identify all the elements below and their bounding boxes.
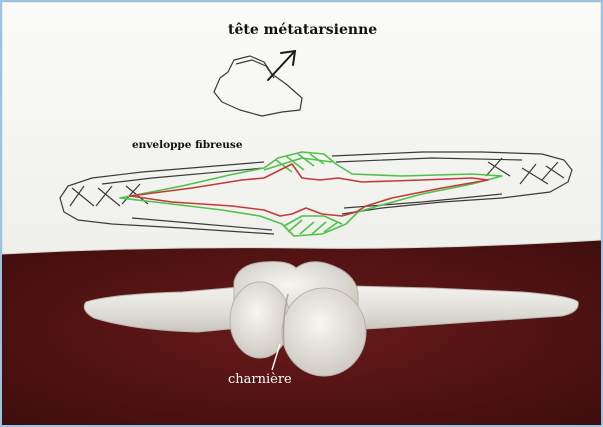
fibrous-envelope-label: enveloppe fibreuse (132, 139, 243, 151)
metatarsal-head-label: tête métatarsienne (228, 22, 377, 38)
hinge-label: charnière (228, 372, 292, 387)
